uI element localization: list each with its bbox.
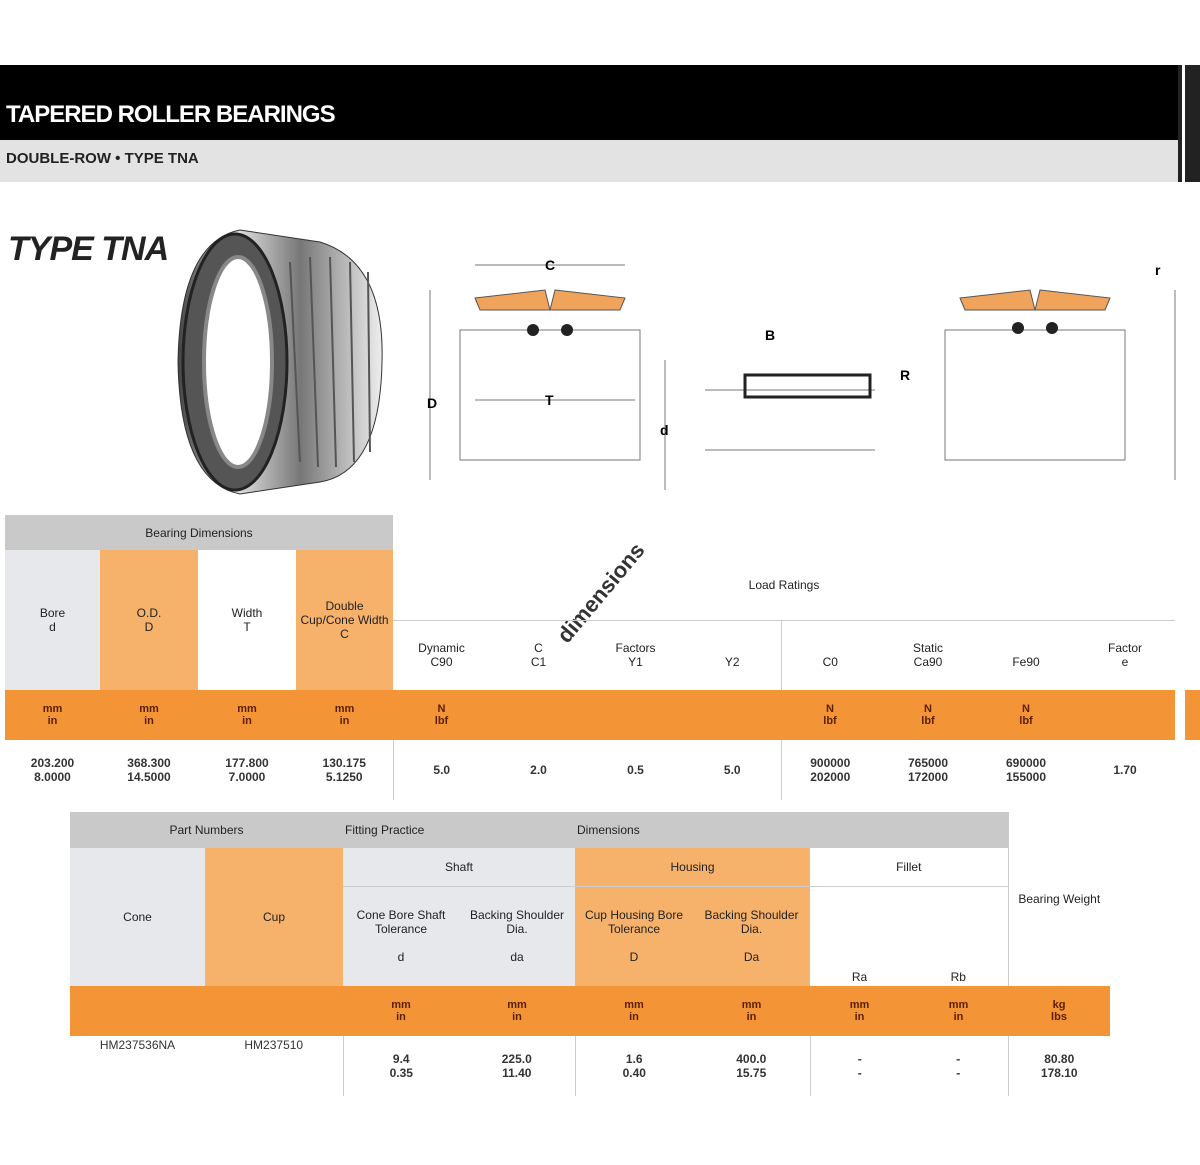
c90-sym: C90: [430, 655, 453, 670]
col-width-sym: T: [243, 620, 251, 634]
orange-strip: [1185, 690, 1200, 740]
part-numbers-header: Part Numbers: [169, 823, 244, 837]
factors-label: Factors: [615, 641, 656, 656]
shaft-shoulder: Backing Shoulder Dia.: [469, 908, 565, 937]
housing-shoulder: Backing Shoulder Dia.: [704, 908, 799, 937]
c-label: C: [534, 641, 543, 656]
dynamic-label: Dynamic: [418, 641, 465, 656]
col-od: O.D.: [136, 606, 162, 620]
label-r: R: [900, 367, 910, 383]
page-title: TAPERED ROLLER BEARINGS: [0, 65, 1178, 140]
fitting-table: Part Numbers Fitting Practice Dimensions…: [70, 812, 1110, 1096]
bearing-photo: [177, 229, 383, 495]
section-title: TYPE TNA: [8, 230, 169, 268]
housing-tolerance: Cup Housing Bore Tolerance: [584, 908, 684, 937]
shaft-tolerance: Cone Bore Shaft Tolerance: [356, 908, 446, 937]
col-bore: Bore: [39, 606, 66, 620]
fillet-rb: Rb: [909, 886, 1008, 986]
factor-label: Factor: [1107, 641, 1142, 656]
label-b: B: [765, 327, 775, 343]
label-d-inner: d: [660, 422, 669, 438]
cone-label: Cone: [70, 848, 205, 986]
label-t: T: [545, 392, 554, 408]
ca-sym: Ca90: [913, 655, 943, 670]
bearing-cross-section-diagrams: C D T d B R r: [427, 257, 1176, 490]
y1-sym: Y1: [628, 655, 643, 670]
shaft-label: Shaft: [343, 848, 575, 886]
housing-label: Housing: [575, 848, 810, 886]
dimensions-header: Dimensions: [577, 823, 640, 837]
bearing-dimensions-header: Bearing Dimensions: [5, 515, 393, 550]
col-bore-sym: d: [49, 620, 56, 634]
label-c: C: [545, 257, 555, 273]
c0-sym: C0: [822, 655, 838, 670]
label-r-small: r: [1155, 262, 1161, 278]
col-width: Width: [231, 606, 263, 620]
static-label: Static: [912, 641, 943, 656]
fillet-label: Fillet: [810, 848, 1008, 886]
c1-sym: C1: [530, 655, 547, 670]
col-double-width: Double Cup/Cone Width: [300, 599, 389, 627]
label-d-outer: D: [427, 395, 437, 411]
edge-divider: [1182, 65, 1185, 182]
y2-sym: Y2: [724, 655, 740, 670]
cup-label: Cup: [205, 848, 343, 986]
fitting-practice-header: Fitting Practice: [345, 823, 425, 837]
fe-sym: Fe90: [1012, 655, 1040, 670]
col-double-width-sym: C: [340, 627, 349, 641]
col-od-sym: D: [144, 620, 154, 634]
load-ratings-header: Load Ratings: [748, 577, 820, 592]
weight-label: Bearing Weight: [1018, 892, 1101, 906]
page-subtitle: DOUBLE-ROW • TYPE TNA: [0, 140, 1178, 182]
fillet-ra: Ra: [810, 886, 909, 986]
e-sym: e: [1121, 655, 1129, 670]
